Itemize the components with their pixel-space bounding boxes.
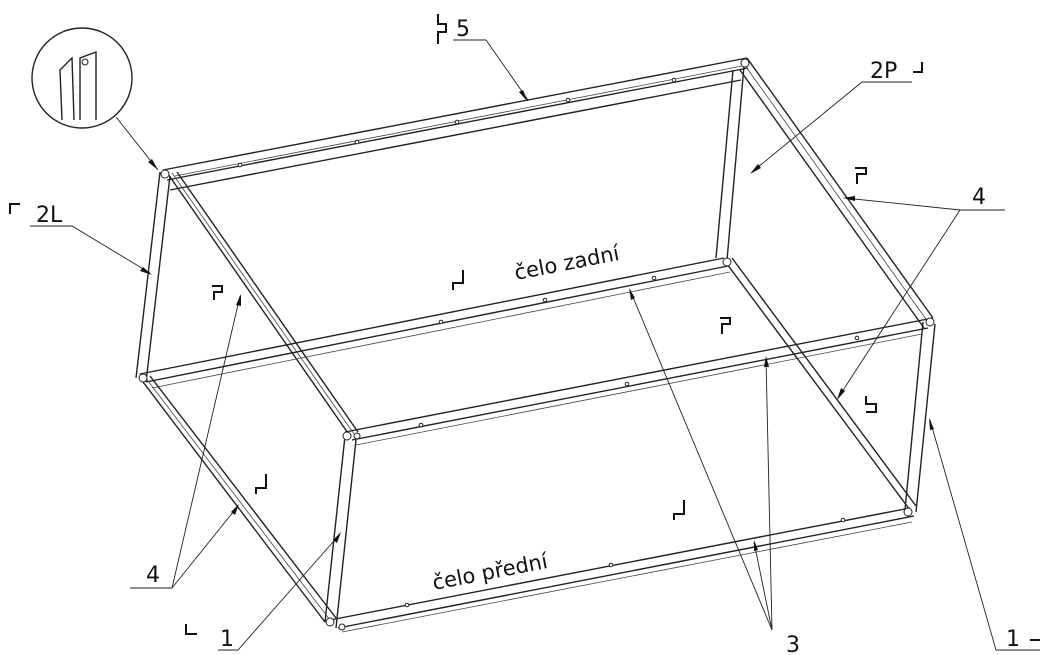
- label-part-4-left: 4: [146, 563, 160, 588]
- post-front-left-1: [324, 435, 357, 629]
- post-back-left-2L: [135, 171, 171, 383]
- label-part-5: 5: [456, 17, 470, 42]
- label-part-1-front: 1: [220, 627, 234, 652]
- post-back-right-2P: [715, 65, 745, 261]
- leader-4-left: [130, 294, 241, 589]
- top-left-diagonal-rail: [167, 171, 359, 437]
- bottom-back-rail: [139, 257, 731, 389]
- leader-1-front: [218, 532, 341, 651]
- bottom-right-rail: [723, 257, 917, 511]
- label-face-back: čelo zadní: [512, 241, 622, 285]
- corner-bracket-icon: [9, 14, 1040, 641]
- top-front-rail: [344, 317, 934, 446]
- post-front-right-1: [904, 321, 936, 513]
- label-part-1-right: 1: [1006, 627, 1020, 652]
- bottom-front-rail: [329, 507, 915, 633]
- label-part-3: 3: [786, 633, 800, 655]
- leader-2P: [750, 81, 912, 174]
- detail-magnifier-icon: [31, 27, 159, 171]
- rivets: [237, 77, 860, 608]
- leader-3: [629, 288, 773, 631]
- corner-joints: [138, 58, 935, 631]
- label-part-2P: 2P: [870, 59, 897, 84]
- label-part-4-right: 4: [972, 185, 986, 210]
- top-back-rail: [162, 57, 749, 191]
- label-face-front: čelo přední: [430, 549, 550, 595]
- leader-5: [453, 39, 529, 102]
- bottom-left-rail: [139, 375, 337, 623]
- label-part-2L: 2L: [36, 203, 63, 228]
- leader-1-right: [929, 418, 1040, 651]
- leader-2L: [30, 225, 152, 275]
- leader-4-right: [837, 196, 1005, 400]
- top-right-side-rail: [739, 57, 934, 329]
